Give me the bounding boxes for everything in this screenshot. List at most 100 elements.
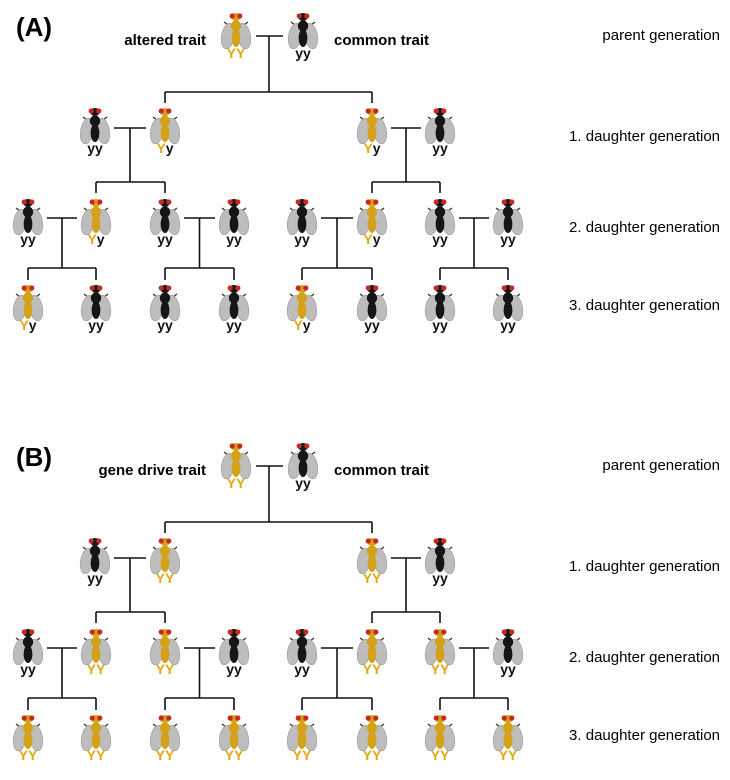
genotype-label: YY [156, 661, 175, 677]
allele: y [294, 231, 302, 247]
fly-eye-right [97, 629, 103, 635]
genotype-label: yy [432, 140, 448, 156]
fly-thorax [90, 636, 102, 648]
allele: Y [96, 747, 106, 763]
genotype-label: YY [363, 661, 382, 677]
fly-eye-left [21, 629, 27, 635]
fly: Yy [286, 285, 318, 333]
fly-abdomen [229, 215, 239, 233]
genotype-label: YY [156, 570, 175, 586]
fly-eye-right [441, 538, 447, 544]
fly: YY [12, 715, 44, 763]
fly-eye-right [303, 629, 309, 635]
fly-thorax [366, 722, 378, 734]
fly: Yy [356, 199, 388, 247]
fly-eye-left [501, 199, 507, 205]
fly: yy [424, 199, 456, 247]
fly-eye-left [501, 629, 507, 635]
allele: Y [431, 747, 441, 763]
genotype-label: YY [363, 747, 382, 763]
fly-eye-left [365, 538, 371, 544]
fly: yy [424, 538, 456, 586]
fly-thorax [90, 722, 102, 734]
allele: y [20, 231, 28, 247]
allele: y [373, 231, 381, 247]
allele: y [226, 317, 234, 333]
allele: y [226, 661, 234, 677]
fly: yy [12, 199, 44, 247]
fly-eye-right [96, 108, 102, 114]
fly-abdomen [367, 645, 377, 663]
fly-thorax [159, 545, 171, 557]
fly-eye-left [158, 538, 164, 544]
fly-thorax [89, 545, 101, 557]
fly: YY [424, 629, 456, 677]
allele: Y [28, 747, 38, 763]
fly: YY [220, 13, 252, 61]
fly-eye-right [441, 108, 447, 114]
fly-eye-right [441, 285, 447, 291]
allele: Y [363, 747, 373, 763]
fly: YY [424, 715, 456, 763]
genotype-label: YY [363, 570, 382, 586]
fly-abdomen [367, 124, 377, 142]
fly-abdomen [229, 301, 239, 319]
fly: yy [12, 629, 44, 677]
fly-eye-right [166, 538, 172, 544]
fly-eye-left [295, 715, 301, 721]
fly-abdomen [23, 215, 33, 233]
allele: Y [236, 475, 246, 491]
fly-abdomen [367, 731, 377, 749]
fly-eye-left [433, 199, 439, 205]
fly-abdomen [367, 215, 377, 233]
fly-eye-right [303, 199, 309, 205]
allele: y [500, 661, 508, 677]
fly-abdomen [298, 459, 308, 477]
fly-eye-right [509, 629, 515, 635]
fly-eye-left [21, 715, 27, 721]
genotype-label: yy [88, 317, 104, 333]
fly: yy [492, 629, 524, 677]
fly: YY [149, 538, 181, 586]
fly-abdomen [160, 731, 170, 749]
fly-eye-left [89, 199, 95, 205]
fly-eye-right [509, 715, 515, 721]
fly-eye-left [21, 285, 27, 291]
fly-abdomen [90, 124, 100, 142]
genotype-label: yy [20, 661, 36, 677]
fly-thorax [159, 206, 171, 218]
genotype-label: yy [20, 231, 36, 247]
allele: y [234, 231, 242, 247]
fly-abdomen [435, 124, 445, 142]
genotype-label: yy [295, 45, 311, 61]
fly: yy [218, 629, 250, 677]
fly-abdomen [367, 301, 377, 319]
fly-abdomen [297, 215, 307, 233]
generation-label: 2. daughter generation [569, 649, 720, 666]
allele: y [97, 231, 105, 247]
allele: Y [293, 747, 303, 763]
allele: y [20, 661, 28, 677]
left-trait-label: gene drive trait [98, 462, 206, 479]
generation-label: 3. daughter generation [569, 727, 720, 744]
allele: y [373, 140, 381, 156]
genotype-label: YY [225, 747, 244, 763]
allele: y [88, 317, 96, 333]
fly-eye-left [433, 108, 439, 114]
genotype-label: Yy [363, 140, 380, 156]
fly-eye-right [509, 285, 515, 291]
fly: YY [149, 715, 181, 763]
allele: Y [225, 747, 235, 763]
fly-abdomen [231, 459, 241, 477]
generation-label: parent generation [602, 27, 720, 44]
fly-thorax [366, 545, 378, 557]
genotype-label: yy [500, 661, 516, 677]
allele: y [165, 231, 173, 247]
fly-thorax [296, 292, 308, 304]
genotype-label: yy [226, 661, 242, 677]
fly-abdomen [503, 645, 513, 663]
fly-eye-right [373, 285, 379, 291]
fly-thorax [22, 292, 34, 304]
fly: Yy [12, 285, 44, 333]
fly-abdomen [297, 645, 307, 663]
